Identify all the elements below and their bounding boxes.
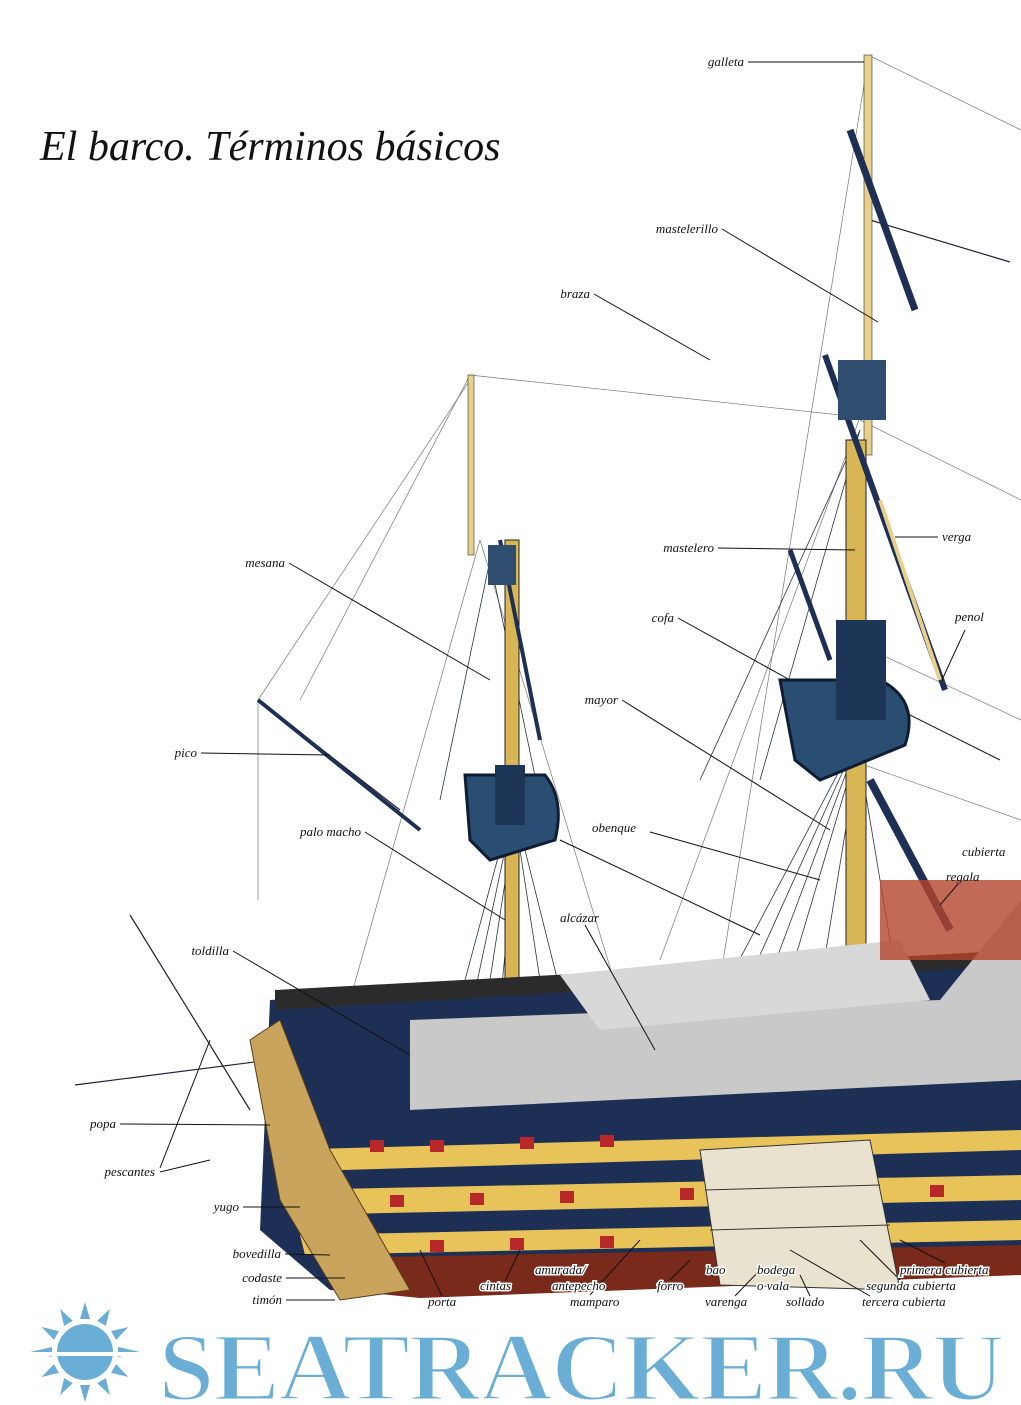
label-cofa: cofa	[652, 610, 675, 625]
labels: galleta mastelerillo braza mesana mastel…	[89, 54, 1006, 1307]
label-tercera-cubierta: tercera cubierta	[862, 1294, 946, 1309]
label-bao: bao	[706, 1262, 726, 1277]
label-amurada: amurada/	[535, 1262, 587, 1277]
label-cintas: cintas	[480, 1278, 511, 1293]
label-mayor: mayor	[585, 692, 619, 707]
label-galleta: galleta	[708, 54, 745, 69]
label-alcazar: alcázar	[560, 910, 600, 925]
sun-logo-icon	[25, 1302, 145, 1402]
label-antepecho: antepecho	[552, 1278, 606, 1293]
label-timon: timón	[252, 1292, 282, 1307]
label-sollado: sollado	[786, 1294, 825, 1309]
label-palo-macho: palo macho	[299, 824, 362, 839]
label-popa: popa	[89, 1116, 117, 1131]
label-primera-cubierta: primera cubierta	[899, 1262, 989, 1277]
label-porta: porta	[427, 1294, 457, 1309]
label-forro: forro	[657, 1278, 684, 1293]
stern	[249, 1019, 411, 1301]
label-mesana: mesana	[245, 555, 285, 570]
label-toldilla: toldilla	[191, 943, 229, 958]
label-segunda-cubierta: segunda cubierta	[866, 1278, 956, 1293]
watermark: SEATRACKER.RU	[25, 1302, 1007, 1405]
label-codaste: codaste	[242, 1270, 282, 1285]
hull	[249, 880, 1021, 1301]
label-cubierta: cubierta	[962, 844, 1006, 859]
bottom-labels: amurada/ bao bodega primera cubierta cin…	[426, 1261, 991, 1311]
label-mamparo: mamparo	[570, 1294, 620, 1309]
cutaway-section	[699, 1139, 901, 1291]
label-yugo: yugo	[212, 1199, 240, 1214]
diagram-title: El barco. Términos básicos	[39, 124, 500, 170]
label-penol: penol	[954, 609, 984, 624]
label-mastelero: mastelero	[663, 540, 714, 555]
label-pescantes: pescantes	[103, 1164, 155, 1179]
label-obenque: obenque	[592, 820, 636, 835]
label-bovedilla: bovedilla	[233, 1246, 282, 1261]
label-verga: verga	[942, 529, 972, 544]
label-o-vala: o vala	[757, 1278, 790, 1293]
label-braza: braza	[560, 286, 590, 301]
watermark-text: SEATRACKER.RU	[158, 1314, 1003, 1405]
label-pico: pico	[174, 745, 198, 760]
leader-lines	[119, 61, 966, 1301]
label-bodega: bodega	[757, 1262, 796, 1277]
masts	[256, 54, 954, 1101]
label-varenga: varenga	[705, 1294, 748, 1309]
label-regala: regala	[946, 869, 980, 884]
label-mastelerillo: mastelerillo	[656, 221, 719, 236]
